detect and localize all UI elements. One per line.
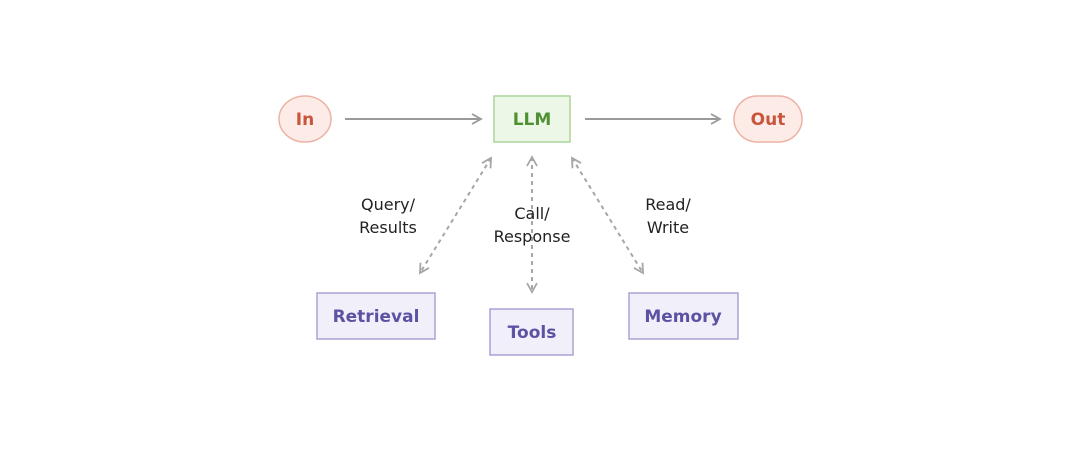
tools-label: Tools [508,323,557,343]
edge-label-tools: Call/ Response [494,204,571,246]
input-node: In [278,95,332,143]
arrow-llm-memory [571,156,644,275]
input-label: In [296,110,314,130]
arrow-llm-retrieval [419,156,492,275]
retrieval-node: Retrieval [316,292,436,340]
tools-node: Tools [489,308,574,356]
llm-label: LLM [513,110,552,130]
edge-label-retrieval-line1: Query/ [361,195,416,214]
edge-label-tools-line2: Response [494,227,571,246]
edge-label-memory-line1: Read/ [645,195,691,214]
memory-node: Memory [628,292,739,340]
retrieval-label: Retrieval [333,307,420,327]
edge-label-retrieval-line2: Results [359,218,417,237]
output-node: Out [733,95,803,143]
edge-label-retrieval: Query/ Results [359,195,417,237]
edge-label-memory-line2: Write [647,218,689,237]
llm-node: LLM [493,95,571,143]
memory-label: Memory [644,307,721,327]
edge-label-tools-line1: Call/ [514,204,550,223]
edge-label-memory: Read/ Write [645,195,691,237]
output-label: Out [751,110,786,130]
